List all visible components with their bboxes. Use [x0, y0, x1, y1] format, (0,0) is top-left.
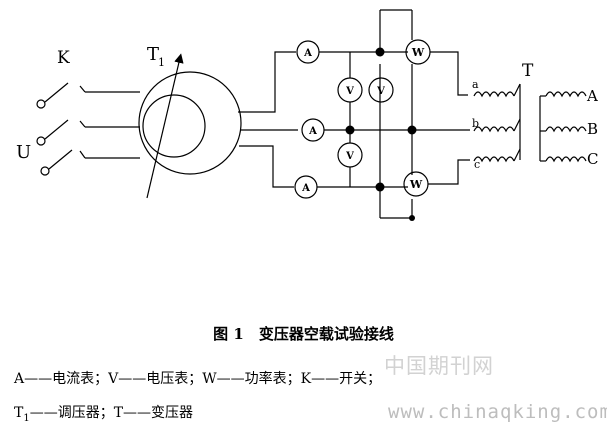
primary-terminal-c: c: [474, 158, 480, 171]
output-wire-a: [238, 51, 296, 113]
primary-winding-c: [473, 156, 515, 163]
secondary-winding-c: [545, 156, 587, 163]
watermark-url: www.chinaqking.com: [388, 401, 607, 423]
secondary-terminal-c: C: [587, 150, 598, 168]
transformer-label: T: [522, 61, 534, 81]
switch-blade-3: [48, 149, 73, 170]
junction-dot: [375, 47, 385, 57]
ammeter-a-symbol: A: [303, 48, 312, 59]
legend-line-1: A——电流表；V——电压表；W——功率表；K——开关；: [14, 371, 382, 387]
ammeter-c-symbol: A: [301, 183, 310, 194]
voltmeter-2: [368, 77, 394, 103]
legend-line-2-subscript: 1: [23, 412, 30, 424]
switch-blade-1: [44, 82, 69, 103]
regulator-core: [142, 94, 206, 158]
wattmeter-1-symbol: W: [411, 46, 425, 59]
ammeter-b-symbol: A: [308, 126, 317, 137]
voltmeter-1: [337, 77, 363, 103]
primary-winding-b: [473, 126, 515, 133]
supply-label: U: [16, 142, 31, 163]
primary-terminal-a: a: [472, 78, 479, 91]
secondary-terminal-b: B: [587, 120, 598, 138]
switch-label: K: [57, 48, 70, 68]
output-wire-c: [239, 145, 294, 188]
voltmeter-3: [337, 142, 363, 168]
voltmeter-1-symbol: V: [345, 86, 354, 97]
regulator-adjust-arrow: [146, 53, 184, 199]
wire-to-terminal-c: [428, 159, 470, 185]
primary-winding-a: [473, 91, 515, 98]
legend-line-2-prefix: T: [14, 405, 24, 421]
secondary-winding-a: [545, 91, 587, 98]
voltmeter-3-symbol: V: [345, 151, 354, 162]
legend-line-2: T1——调压器；T——变压器: [14, 402, 193, 424]
wire-to-terminal-a: [430, 51, 468, 96]
supply-terminal-1: [36, 99, 46, 109]
junction-dot: [375, 182, 385, 192]
junction-dot: [407, 125, 417, 135]
switch-blade-2: [44, 119, 69, 140]
legend-line-2-rest: ——调压器；T——变压器: [29, 405, 194, 421]
regulator-subscript: 1: [158, 56, 165, 69]
junction-dot: [409, 215, 415, 221]
wattmeter-2-symbol: W: [409, 178, 423, 191]
secondary-winding-b: [545, 126, 587, 133]
voltage-regulator: [138, 71, 242, 175]
regulator-label: T: [147, 44, 159, 65]
supply-terminal-3: [40, 166, 50, 176]
secondary-terminal-a: A: [586, 87, 598, 105]
junction-dot: [345, 125, 355, 135]
circuit-diagram: K U T 1 T A A A V V V W W a b c A B C: [16, 9, 598, 221]
figure-caption: 图 1 变压器空载试验接线: [213, 325, 394, 343]
primary-terminal-b: b: [472, 117, 479, 130]
watermark-text: 中国期刊网: [384, 354, 494, 378]
voltmeter-2-symbol: V: [376, 86, 385, 97]
supply-terminal-2: [36, 136, 46, 146]
